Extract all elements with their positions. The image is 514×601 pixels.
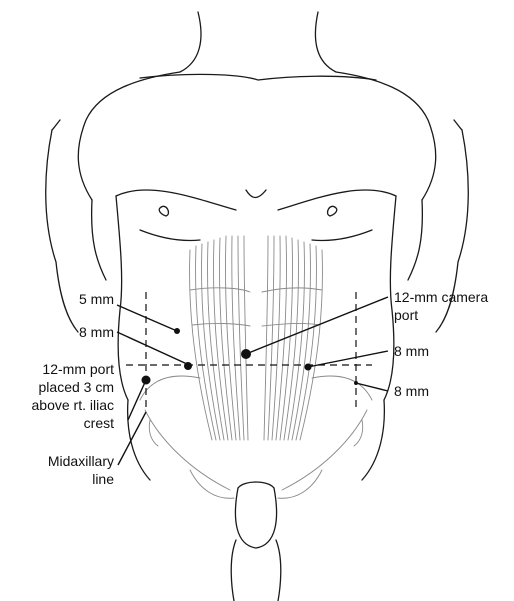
labels: 5 mm 8 mm 12-mm port placed 3 cm above r… xyxy=(32,289,489,487)
label-12mm-port-line3: above rt. iliac xyxy=(32,397,114,413)
label-5mm: 5 mm xyxy=(79,291,114,307)
camera-port-marker xyxy=(241,349,251,359)
port-8mm-left-marker xyxy=(184,362,192,370)
port-5mm-marker xyxy=(174,328,180,334)
label-12mm-port-line1: 12-mm port xyxy=(42,361,114,377)
label-12mm-port-line4: crest xyxy=(84,415,114,431)
body-outline xyxy=(46,12,469,400)
label-camera-port-line2: port xyxy=(394,307,418,323)
port-12mm-right-iliac-marker xyxy=(142,376,151,385)
label-8mm-left: 8 mm xyxy=(79,324,114,340)
label-midaxillary-line1: Midaxillary xyxy=(48,453,114,469)
label-midaxillary-line2: line xyxy=(92,471,114,487)
label-8mm-right-lower: 8 mm xyxy=(394,383,429,399)
rectus-muscles xyxy=(190,236,323,440)
label-12mm-port-line2: placed 3 cm xyxy=(39,379,114,395)
pelvis-outline xyxy=(128,376,385,601)
label-camera-port-line1: 12-mm camera xyxy=(394,289,488,305)
label-8mm-right-upper: 8 mm xyxy=(394,343,429,359)
port-8mm-right-lower-marker xyxy=(354,381,358,385)
port-8mm-right-marker xyxy=(305,364,312,371)
